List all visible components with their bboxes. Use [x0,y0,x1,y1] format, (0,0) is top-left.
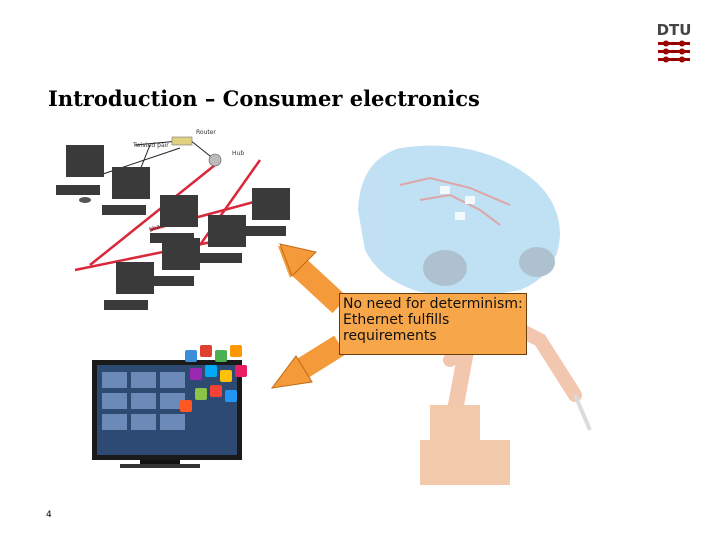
callout-box: No need for determinism: Ethernet fulfil… [339,293,527,355]
smart-tv [92,345,247,468]
hub-icon [208,153,222,167]
app-icons [180,345,247,412]
slide-title: Introduction – Consumer electronics [48,86,480,111]
car-illustration [358,145,560,296]
twisted-pair-label: Twisted pair [132,142,169,149]
computer-icon [56,145,290,310]
arrow-to-network [278,243,348,314]
arrow-to-tv [270,335,346,389]
dtu-logo-text: DTU [657,21,692,39]
router-label: Router [196,129,216,136]
hub-label: Hub [232,150,244,157]
dtu-logo: DTU [656,18,692,68]
router-icon [171,136,193,146]
page-number: 4 [46,510,52,520]
network-diagram: Twisted pair Router Hub Shared Ethernet [56,129,290,310]
